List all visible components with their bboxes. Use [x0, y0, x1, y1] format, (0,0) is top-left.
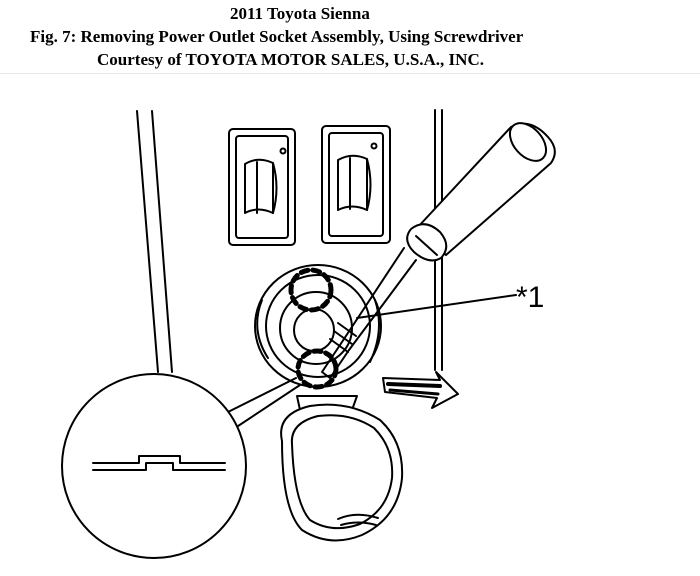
- callout: *1: [356, 281, 544, 319]
- outlet-lid: [280, 395, 404, 542]
- clip-highlights: [288, 267, 339, 390]
- page-title: 2011 Toyota Sienna: [230, 4, 370, 23]
- detail-leader: [227, 377, 301, 433]
- panel-edge: [136, 110, 173, 373]
- figure-caption: Fig. 7: Removing Power Outlet Socket Ass…: [30, 27, 524, 46]
- detail-magnifier: [61, 373, 247, 559]
- power-outlet-socket: [254, 264, 382, 388]
- courtesy-line: Courtesy of TOYOTA MOTOR SALES, U.S.A., …: [97, 50, 484, 69]
- switch-right: [321, 125, 391, 244]
- page-header: 2011 Toyota Sienna Fig. 7: Removing Powe…: [0, 0, 700, 74]
- screwdriver: [321, 122, 556, 379]
- callout-label: *1: [516, 281, 544, 314]
- switch-left: [228, 128, 296, 246]
- removal-arrow: [382, 371, 459, 409]
- header-divider: [0, 73, 700, 74]
